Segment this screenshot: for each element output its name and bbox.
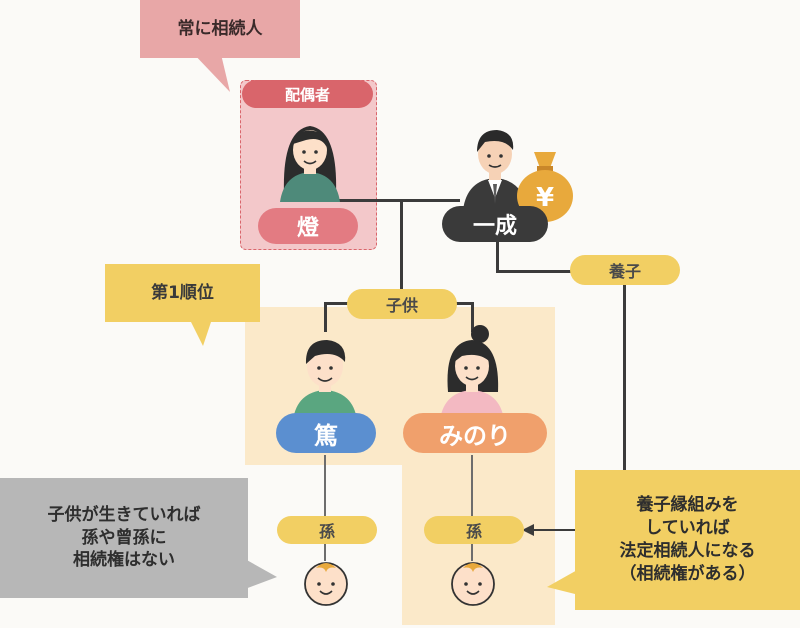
deceased-avatar	[463, 130, 527, 210]
adopted-arrow	[522, 524, 578, 536]
grandchild2-to-baby-line	[471, 543, 473, 561]
deceased-name-pill: 一成	[442, 206, 548, 242]
adopted-line4: （相続権がある）	[619, 563, 756, 584]
no-right-line2: 孫や曾孫に	[81, 527, 167, 548]
grandchild1-baby-avatar	[304, 562, 348, 606]
child2-name-pill: みのり	[403, 413, 547, 453]
grandchild2-pill: 孫	[424, 516, 524, 544]
spouse-name-text: 燈	[296, 216, 319, 241]
adopted-down-line	[623, 285, 626, 470]
grandchild1-text: 孫	[318, 522, 335, 541]
adopted-h-line	[496, 270, 626, 273]
grandchild2-line	[471, 455, 473, 517]
marriage-line	[330, 199, 460, 202]
children-trunk-line	[400, 200, 403, 291]
adopted-line2: していれば	[645, 518, 730, 539]
spouse-header-text: 配偶者	[284, 85, 330, 104]
no-right-callout: 子供が生きていれば 孫や曾孫に 相続権はない	[0, 478, 248, 598]
grandchild1-line	[324, 455, 326, 517]
child1-name-text: 篤	[314, 421, 338, 450]
spouse-name-pill: 燈	[258, 208, 358, 244]
grandchild1-to-baby-line	[324, 543, 326, 561]
adopted-line1: 養子縁組みを	[636, 495, 739, 516]
always-heir-callout: 常に相続人	[140, 0, 300, 58]
adopted-child-pill: 養子	[570, 255, 680, 285]
child1-avatar	[293, 340, 357, 420]
always-heir-callout-tail	[190, 50, 230, 92]
always-heir-text: 常に相続人	[177, 18, 263, 39]
money-symbol-text: ¥	[536, 183, 554, 213]
no-right-callout-tail	[245, 559, 277, 589]
children-pill: 子供	[347, 289, 457, 319]
first-rank-text: 第1順位	[151, 282, 214, 303]
first-rank-callout: 第1順位	[105, 264, 260, 322]
child2-avatar	[440, 325, 504, 420]
adopted-callout-tail	[547, 569, 579, 595]
no-right-line3: 相続権はない	[73, 550, 175, 571]
child2-name-text: みのり	[439, 421, 511, 450]
adopted-v-line	[496, 240, 499, 272]
child2-drop-line	[471, 302, 474, 332]
grandchild1-pill: 孫	[277, 516, 377, 544]
spouse-header-pill: 配偶者	[242, 80, 373, 108]
spouse-avatar	[280, 126, 340, 202]
deceased-name-text: 一成	[472, 214, 517, 239]
grandchild2-text: 孫	[465, 522, 482, 541]
grandchild2-baby-avatar	[451, 562, 495, 606]
adopted-line3: 法定相続人になる	[619, 541, 756, 561]
adopted-child-text: 養子	[608, 262, 641, 281]
child1-name-pill: 篤	[276, 413, 376, 453]
adopted-callout: 養子縁組みを していれば 法定相続人になる （相続権がある）	[575, 470, 800, 610]
children-text: 子供	[385, 296, 418, 315]
child1-drop-line	[324, 302, 327, 332]
no-right-line1: 子供が生きていれば	[47, 504, 201, 525]
